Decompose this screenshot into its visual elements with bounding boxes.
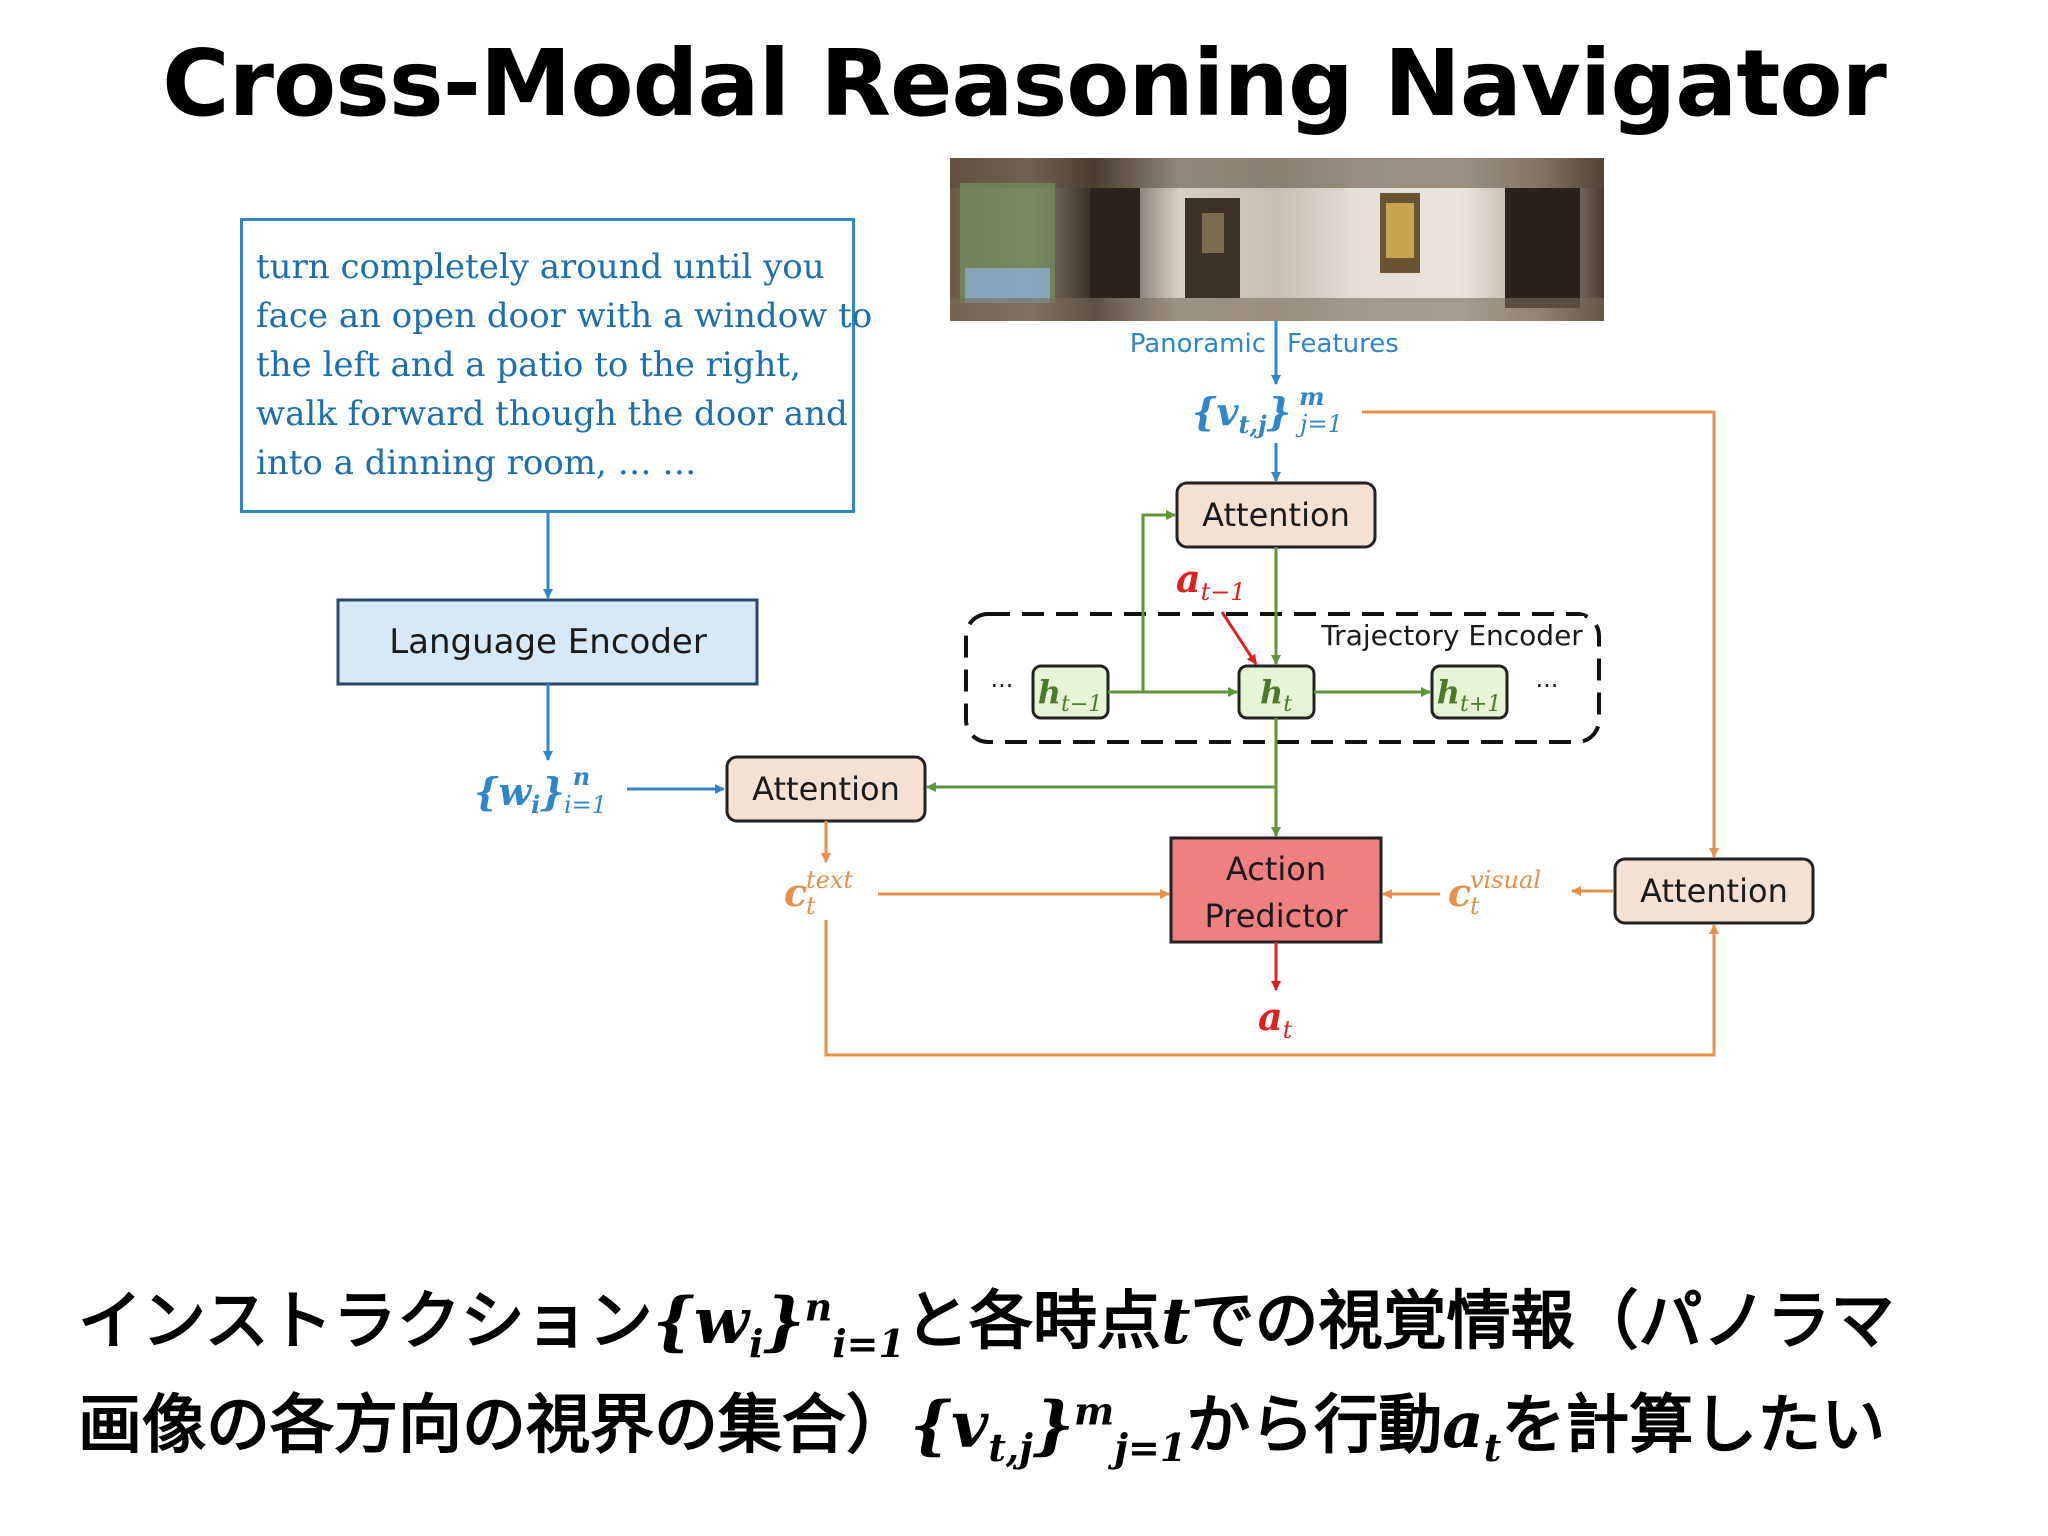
text-attention-label: Attention	[752, 770, 900, 808]
trajectory-encoder-label-bg	[1316, 616, 1584, 646]
c-visual-base: c	[1448, 870, 1471, 915]
language-encoder-box	[336, 598, 759, 686]
caption-v-lim: j=1	[1114, 1424, 1187, 1470]
language-encoder-label: Language Encoder	[389, 622, 707, 662]
caption-v-sup: m	[1074, 1388, 1115, 1434]
c-visual-sub: t	[1470, 892, 1480, 920]
trajectory-encoder-box	[964, 612, 1601, 744]
caption-v-close: }	[1032, 1388, 1075, 1463]
a-prev-sub: t−1	[1201, 578, 1246, 606]
features-label: Features	[1287, 329, 1399, 359]
h-next-node	[1430, 664, 1509, 720]
caption-w-open: {w	[652, 1284, 749, 1359]
caption-text: を計算したい	[1501, 1389, 1886, 1463]
a-out-sub: t	[1283, 1016, 1293, 1044]
caption-math-w: {wi}ni=1	[652, 1284, 905, 1366]
caption-at-base: a	[1442, 1388, 1484, 1463]
caption-w-close: }	[763, 1284, 805, 1359]
h-next-label: ht+1	[1437, 673, 1502, 717]
h-prev-sub: t−1	[1061, 692, 1102, 717]
panoramic-label: Panoramic	[1130, 329, 1266, 359]
h-cur-sub: t	[1283, 692, 1292, 717]
arrow-hprev-to-visual-attention	[1141, 510, 1176, 692]
caption-text: 画像の各方向の視界の集合）	[78, 1389, 910, 1463]
c-text-sup: text	[806, 866, 853, 894]
w-set-close: }	[540, 769, 564, 814]
panorama-image	[950, 158, 1604, 321]
arrow-ctext-loop-to-right-attention	[824, 920, 1719, 1057]
w-set-sub: i	[531, 790, 540, 819]
caption-line-2: 画像の各方向の視界の集合）{vt,j}mj=1から行動atを計算したい	[78, 1374, 1978, 1470]
v-set-close: }	[1267, 389, 1291, 434]
visual-attention-label: Attention	[1202, 496, 1350, 534]
caption-v-sub: t,j	[988, 1424, 1033, 1470]
instruction-line: into a dinning room, … …	[256, 443, 697, 483]
h-prev-label: ht−1	[1038, 673, 1103, 717]
v-set-open: {v	[1192, 389, 1239, 434]
v-set-lim: j=1	[1295, 410, 1343, 438]
instruction-line: turn completely around until you	[256, 247, 825, 287]
instruction-line: walk forward though the door and	[256, 394, 848, 434]
h-next-base: h	[1437, 673, 1460, 711]
arrow-features-to-right-attention	[1362, 410, 1719, 858]
c-text-sub: t	[806, 892, 816, 920]
instruction-text-box: turn completely around until you face an…	[240, 218, 873, 513]
v-set-sup: m	[1299, 382, 1324, 411]
caption-text: インストラクション	[78, 1285, 653, 1359]
instruction-line: face an open door with a window to	[256, 296, 873, 336]
visual-features-set: {vt,j} m	[1192, 382, 1325, 439]
caption-math-t: t	[1160, 1284, 1191, 1359]
caption-w-sup: n	[804, 1284, 833, 1330]
c-text-label: c	[784, 870, 807, 915]
right-attention-box	[1613, 857, 1815, 925]
arrow-prev-action-to-hcur	[1220, 611, 1258, 665]
a-prev-base: a	[1176, 556, 1201, 601]
action-predictor-line2: Predictor	[1205, 897, 1349, 935]
h-next-sub: t+1	[1460, 692, 1501, 717]
h-prev-base: h	[1038, 673, 1061, 711]
word-features-set: {wi} n	[474, 762, 590, 819]
h-cur-base: h	[1260, 673, 1283, 711]
ellipsis-left: ···	[991, 672, 1014, 700]
caption-w-lim: i=1	[832, 1320, 905, 1366]
ellipsis-right: ···	[1536, 672, 1559, 700]
caption-math-v: {vt,j}mj=1	[910, 1388, 1186, 1470]
h-current-label: ht	[1260, 673, 1292, 717]
page-title: Cross-Modal Reasoning Navigator	[162, 30, 1887, 137]
action-output-label: at	[1258, 994, 1293, 1044]
caption-at-sub: t	[1483, 1424, 1502, 1470]
caption-w-sub: i	[748, 1320, 764, 1366]
c-text-base: c	[784, 870, 807, 915]
v-set-sub: t,j	[1239, 410, 1267, 439]
caption-text: と各時点	[904, 1285, 1161, 1359]
trajectory-encoder-label: Trajectory Encoder	[1320, 619, 1583, 652]
caption-math-at: at	[1442, 1388, 1501, 1470]
caption-text: での視覚情報（パノラマ	[1190, 1285, 1895, 1359]
caption-v-open: {v	[910, 1388, 989, 1463]
a-out-base: a	[1258, 994, 1283, 1039]
c-visual-label: c	[1448, 870, 1471, 915]
w-set-lim: i=1	[564, 791, 607, 819]
w-set-sup: n	[573, 762, 590, 791]
c-visual-sup: visual	[1470, 866, 1541, 894]
caption-line-1: インストラクション{wi}ni=1と各時点tでの視覚情報（パノラマ	[78, 1270, 1978, 1366]
caption-text: から行動	[1186, 1389, 1443, 1463]
w-set-open: {w	[474, 769, 532, 814]
instruction-line: the left and a patio to the right,	[256, 345, 801, 385]
prev-action-label: at−1	[1176, 556, 1246, 606]
action-predictor-line1: Action	[1226, 850, 1326, 888]
right-attention-label: Attention	[1640, 872, 1788, 910]
